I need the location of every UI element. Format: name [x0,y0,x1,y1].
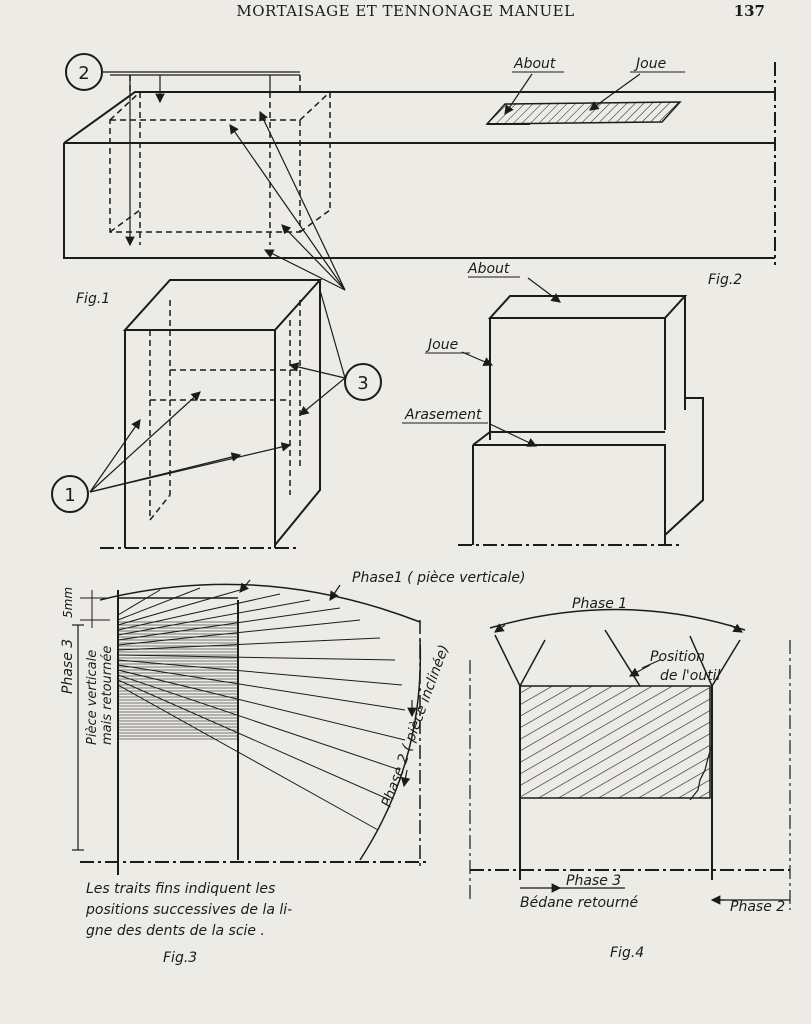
fig2-tenon [458,295,704,546]
fig3-caption: Fig.3 [163,950,197,966]
fig4-diagram [469,608,791,910]
fig1-tenon-sketch: About Joue [485,56,685,125]
fig4-position-line1: Position [650,649,705,665]
fig4-caption: Fig.4 [610,945,644,961]
dimension-5mm: 5mm [61,587,75,618]
fig3-note-line3: gne des dents de la scie . [86,923,265,939]
fig3-diagram [72,579,430,875]
marker-2: 2 [65,53,300,91]
fig4-phase2: Phase 2 [730,899,785,915]
fig3-phase3-sub2: mais retournée [100,646,115,745]
marker-1-label: 1 [64,485,75,506]
fig3-note-line2: positions successives de la li- [85,902,292,918]
fig3-phase2: Phase 2 ( pièce inclinée) [379,643,453,810]
fig4-bedane: Bédane retourné [520,895,639,911]
fig4-position-line2: de l'outil [660,668,721,684]
page-number: 137 [733,2,765,20]
fig4-phase1: Phase 1 [572,596,627,612]
marker-1: 1 [51,475,89,513]
fig2-joue-label: Joue [425,337,458,353]
fig2-about-label: About [467,261,510,277]
fig3-phase3: Phase 3 [60,639,76,694]
arasement-label: Arasement [404,407,482,423]
fig3-note-line1: Les traits fins indiquent les [86,881,275,897]
fig1-block [89,110,346,549]
marker-3: 3 [344,363,382,401]
fig1-beam [63,62,776,265]
fig3-phase3-sub1: Pièce verticale [85,650,100,745]
marker-2-label: 2 [78,63,89,84]
page-title: MORTAISAGE ET TENNONAGE MANUEL [236,2,575,20]
joue-label: Joue [633,56,666,72]
about-label: About [513,56,556,72]
fig3-phase1: Phase1 ( pièce verticale) [352,570,526,586]
marker-3-label: 3 [357,373,368,394]
fig4-phase3: Phase 3 [566,873,621,889]
fig1-caption: Fig.1 [76,291,110,307]
fig2-caption: Fig.2 [708,272,742,288]
